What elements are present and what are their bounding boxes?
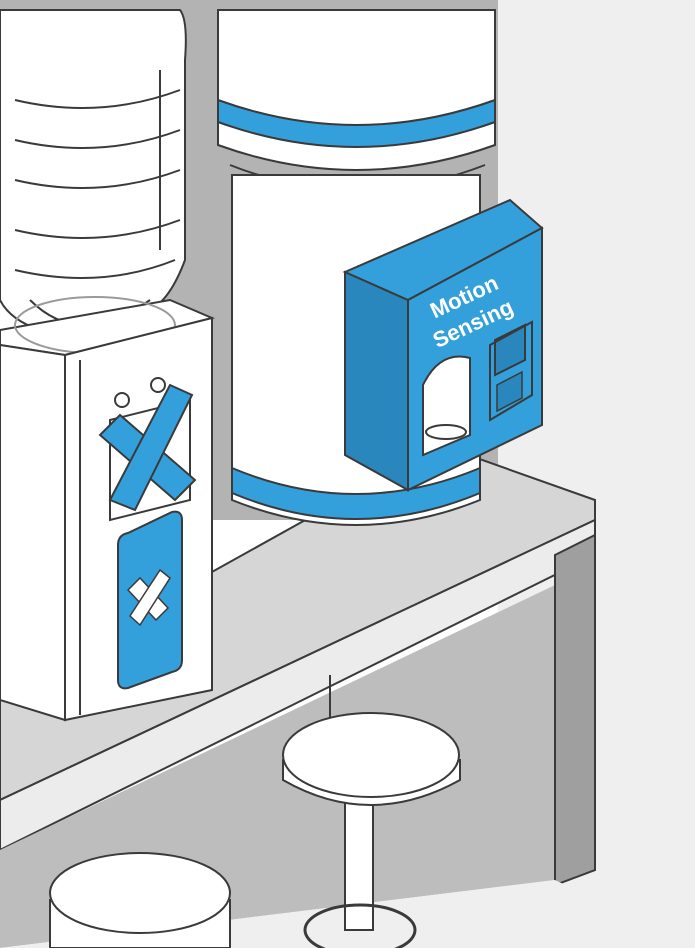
- cooler-side: [0, 345, 65, 720]
- stool-seat: [283, 713, 459, 797]
- counter-leg: [555, 535, 595, 885]
- sensor-box-side: [345, 272, 408, 490]
- cup-rim: [426, 425, 466, 439]
- water-cooler-left: [0, 10, 212, 720]
- cooler-tap-hole-2: [151, 378, 165, 392]
- stool-left: [50, 853, 230, 948]
- cooler-bottle: [0, 10, 186, 330]
- stool-seat-left: [50, 853, 230, 933]
- stool-post: [345, 800, 373, 930]
- motion-sensing-dispenser: Motion Sensing: [218, 10, 542, 525]
- cooler-tap-hole-1: [115, 393, 129, 407]
